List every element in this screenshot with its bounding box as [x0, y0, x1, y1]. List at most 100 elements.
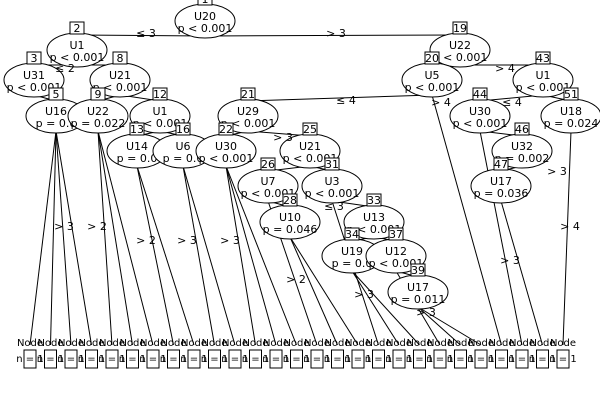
- node-id-box: [302, 122, 318, 136]
- node-id-box: [366, 193, 382, 207]
- leaf-count-25: n = 1: [529, 354, 556, 365]
- node-id: 3: [31, 52, 38, 65]
- leaf-edge-19: [351, 270, 420, 346]
- node-id-box: [175, 122, 191, 136]
- leaf-box-25: [536, 349, 549, 369]
- node-p-value: p < 0.001: [369, 257, 424, 270]
- node-id-box: [388, 227, 404, 241]
- leaf-label-20: Node: [427, 338, 453, 349]
- edge-label-6: > 3: [54, 220, 74, 233]
- node-id-box: [452, 21, 468, 35]
- node-p-value: p < 0.001: [283, 152, 338, 165]
- node-variable: U14: [126, 140, 148, 153]
- node-id-box: [563, 87, 579, 101]
- node-id: 2: [74, 22, 81, 35]
- leaf-label-21: Node: [447, 338, 473, 349]
- leaf-label-6: Node: [140, 338, 166, 349]
- edge-label-17: > 3: [500, 254, 520, 267]
- leaf-edge-23: [431, 94, 502, 346]
- leaf-edge-15: [289, 236, 338, 346]
- node-id: 16: [176, 123, 190, 136]
- node-p-value: p < 0.001: [241, 187, 296, 200]
- leaf-count-17: n = 1: [365, 354, 392, 365]
- node-p-value: p = 0.046: [263, 223, 318, 236]
- leaf-box-15: [331, 349, 344, 369]
- edge-label-18: ≤ 4: [502, 96, 522, 109]
- leaf-count-24: n = 1: [508, 354, 535, 365]
- leaf-edge-4: [97, 130, 113, 346]
- node-variable: U7: [260, 175, 275, 188]
- leaf-edge-21: [417, 306, 461, 346]
- node-id-box: [69, 21, 85, 35]
- node-id-box: [218, 122, 234, 136]
- node-variable: U32: [511, 140, 533, 153]
- leaf-box-4: [105, 349, 119, 369]
- leaf-count-6: n = 1: [139, 354, 166, 365]
- leaf-box-1: [44, 349, 57, 369]
- leaf-box-10: [228, 349, 242, 369]
- leaf-count-2: n = 1: [57, 354, 84, 365]
- node-variable: U5: [424, 69, 439, 82]
- node-id: 22: [219, 123, 233, 136]
- edge-label-5: ≤ 2: [55, 62, 75, 75]
- edge-label-8: > 2: [136, 234, 156, 247]
- node-variable: U30: [215, 140, 237, 153]
- node-variable: U6: [175, 140, 190, 153]
- node-id-box: [324, 157, 340, 171]
- edge-label-19: > 3: [547, 165, 567, 178]
- leaf-count-15: n = 1: [324, 354, 351, 365]
- leaf-label-4: Node: [99, 338, 125, 349]
- node-p-value: p = 0.0: [163, 152, 204, 165]
- leaf-count-16: n = 1: [344, 354, 371, 365]
- leaf-edge-25: [500, 200, 543, 346]
- node-id-box: [410, 263, 426, 277]
- leaf-count-11: n = 1: [242, 354, 269, 365]
- node-p-value: p < 0.001: [50, 51, 105, 64]
- node-id-box: [344, 227, 360, 241]
- leaf-box-20: [433, 349, 447, 369]
- leaf-count-20: n = 1: [426, 354, 453, 365]
- edge-label-12: > 2: [286, 273, 306, 286]
- leaf-label-26: Node: [550, 338, 576, 349]
- leaf-edge-2: [55, 130, 72, 346]
- node-variable: U31: [23, 69, 45, 82]
- edge-label-16: > 4: [560, 220, 580, 233]
- leaf-count-21: n = 1: [447, 354, 474, 365]
- node-id-box: [112, 51, 128, 65]
- leaf-edge-9: [182, 165, 215, 346]
- leaf-label-15: Node: [324, 338, 350, 349]
- tree-leaves: Node n = 1 Node n = 1 Node n = 1 Node n = 1 Node…: [16, 338, 577, 369]
- node-variable: U19: [341, 245, 363, 258]
- node-id: 5: [53, 88, 60, 101]
- node-variable: U1: [69, 39, 84, 52]
- node-id-box: [129, 122, 145, 136]
- edge-label-13: > 3: [354, 288, 374, 301]
- node-id: 12: [153, 88, 167, 101]
- leaf-count-22: n = 1: [467, 354, 494, 365]
- leaf-label-10: Node: [222, 338, 248, 349]
- node-id: 21: [241, 88, 255, 101]
- tree-edge-0: [76, 34, 206, 37]
- leaf-edge-0: [29, 130, 57, 346]
- leaf-edge-13: [225, 165, 297, 346]
- leaf-edge-3: [55, 130, 92, 346]
- leaf-label-14: Node: [304, 338, 330, 349]
- node-variable: U12: [385, 245, 407, 258]
- edge-label-2: > 4: [495, 62, 515, 75]
- node-p-value: p = 0.022: [71, 117, 126, 130]
- leaf-label-23: Node: [488, 338, 514, 349]
- leaf-edge-26: [562, 130, 572, 346]
- node-p-value: p < 0.001: [516, 81, 571, 94]
- node-id: 25: [303, 123, 317, 136]
- node-p-value: p = 0.011: [391, 293, 446, 306]
